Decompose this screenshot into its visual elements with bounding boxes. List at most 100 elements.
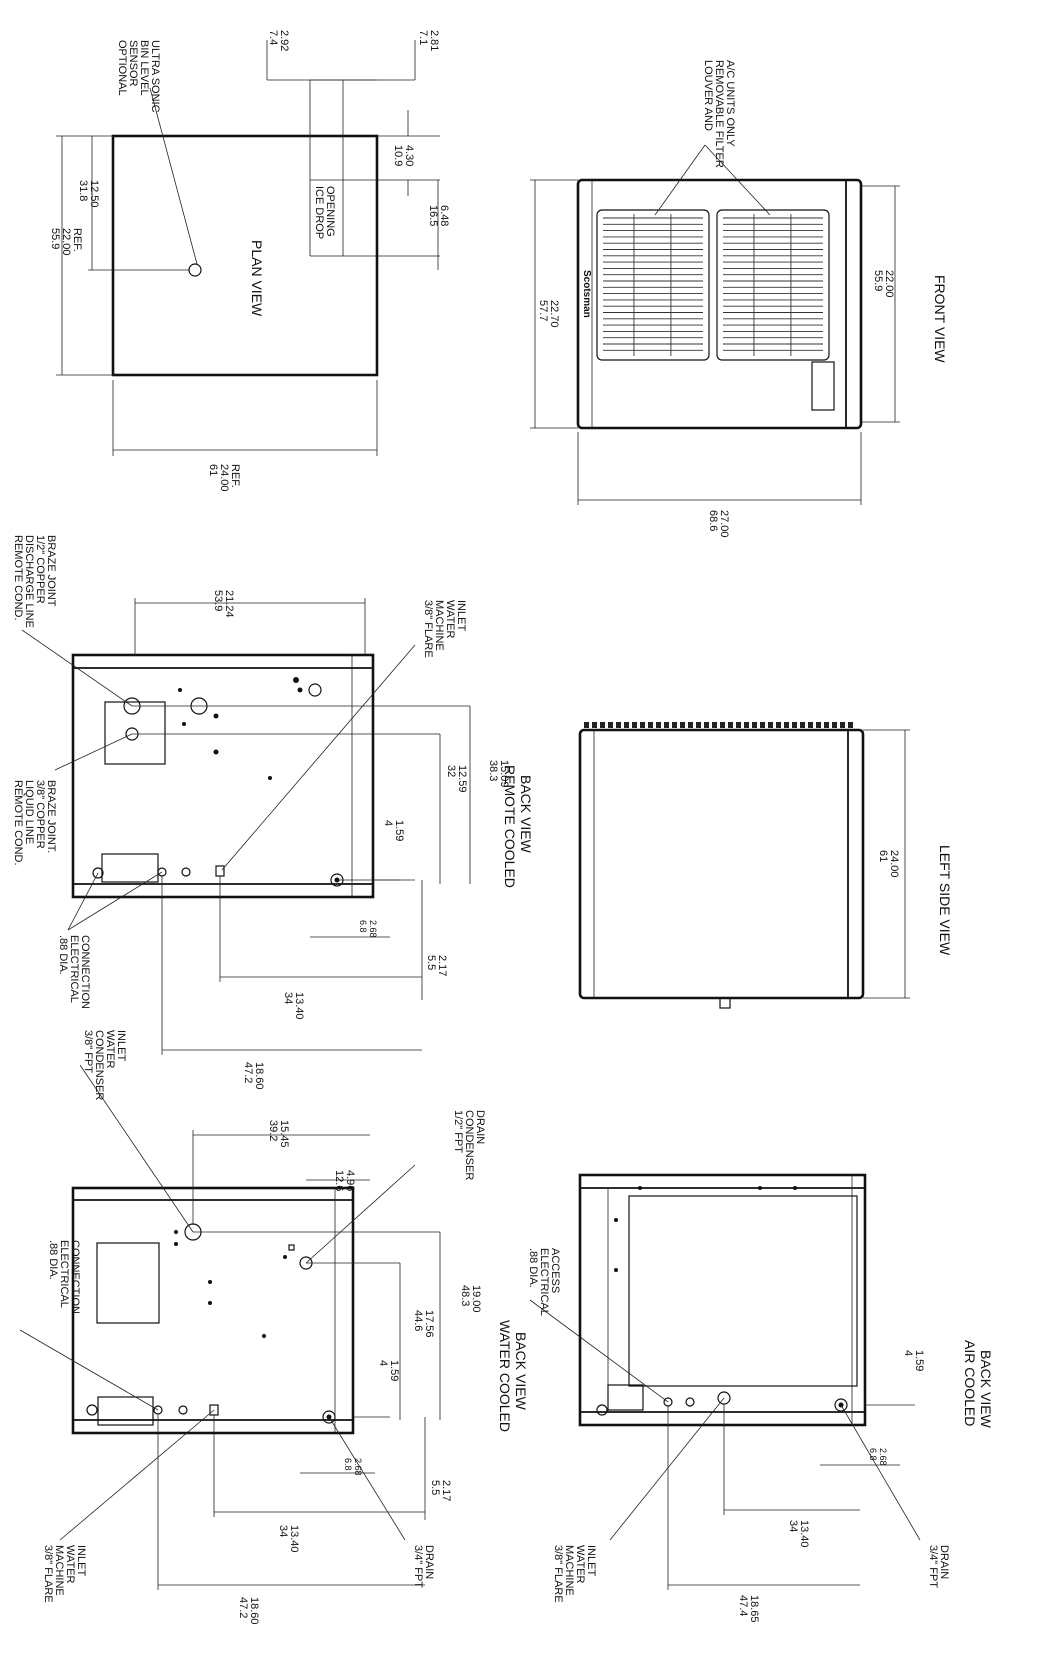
svg-text:1.59: 1.59 xyxy=(388,1360,400,1381)
svg-text:WATER: WATER xyxy=(64,1545,76,1584)
ac-flare-note: 3/8" FLARE MACHINE WATER INLET xyxy=(552,1545,597,1603)
dim-rc-32: 32 12.59 xyxy=(445,765,468,793)
svg-text:AIR COOLED: AIR COOLED xyxy=(962,1340,978,1426)
svg-text:22.00: 22.00 xyxy=(60,228,72,256)
dim-wc-12-6: 12.6 4.96 xyxy=(333,1170,356,1191)
left-side-title: LEFT SIDE VIEW xyxy=(937,845,953,956)
svg-text:A/C UNITS ONLY: A/C UNITS ONLY xyxy=(724,60,736,147)
dim-plan-7-1: 7.1 2.81 xyxy=(417,30,440,51)
svg-text:15.09: 15.09 xyxy=(498,760,510,788)
svg-text:DRAIN: DRAIN xyxy=(938,1545,950,1579)
svg-text:2.17: 2.17 xyxy=(440,1480,452,1501)
svg-text:3/8" FLARE: 3/8" FLARE xyxy=(552,1545,564,1603)
svg-text:1/2" FPT: 1/2" FPT xyxy=(452,1110,464,1153)
svg-text:ELECTRICAL: ELECTRICAL xyxy=(58,1240,70,1308)
svg-text:FRONT VIEW: FRONT VIEW xyxy=(932,275,948,363)
rc-outline xyxy=(71,653,375,899)
svg-text:4.30: 4.30 xyxy=(403,145,415,166)
plan-view: ULTRA SONIC BIN LEVEL SENSOR OPTIONAL 55… xyxy=(49,30,450,492)
svg-text:6.8: 6.8 xyxy=(868,1448,878,1461)
svg-text:2.68: 2.68 xyxy=(368,920,378,938)
svg-text:WATER: WATER xyxy=(104,1030,116,1069)
svg-text:DRAIN: DRAIN xyxy=(423,1545,435,1579)
svg-text:SENSOR: SENSOR xyxy=(127,40,139,87)
remote-cooled-back-view: REMOTE COND. DISCHARGE LINE 1/2" COPPER … xyxy=(12,535,534,1090)
svg-text:ELECTRICAL: ELECTRICAL xyxy=(68,935,80,1003)
dim-wc-6-8: 6.8 2.68 xyxy=(343,1458,363,1476)
svg-text:15.45: 15.45 xyxy=(278,1120,290,1148)
rc-liquid-note: REMOTE COND. LIQUID LINE 3/8" COPPER BRA… xyxy=(12,780,57,866)
dim-plan-10-9: 10.9 4.30 xyxy=(392,145,415,166)
svg-text:34: 34 xyxy=(282,992,294,1004)
svg-text:INLET: INLET xyxy=(75,1545,87,1576)
front-view-title: FRONT VIEW xyxy=(932,275,948,363)
dim-front-57-7: 57.7 22.70 xyxy=(537,300,560,328)
air-cooled-back-view: .88 DIA. ELECTRICAL ACCESS 3/8" FLARE MA… xyxy=(527,1173,994,1623)
svg-text:34: 34 xyxy=(277,1525,289,1537)
ice-drop-note: ICE DROP OPENING xyxy=(313,186,336,239)
svg-text:1/2" COPPER: 1/2" COPPER xyxy=(34,535,46,604)
svg-text:3/8" FPT: 3/8" FPT xyxy=(82,1030,94,1073)
dim-rc-34: 34 13.40 xyxy=(282,992,305,1020)
svg-text:INLET: INLET xyxy=(115,1030,127,1061)
ac-elec-note: .88 DIA. ELECTRICAL ACCESS xyxy=(527,1248,561,1316)
svg-text:.88 DIA.: .88 DIA. xyxy=(527,1248,539,1288)
rc-refrigerant-plate xyxy=(104,701,166,765)
rc-elec-note: .88 DIA. ELECTRICAL CONNECTION xyxy=(57,935,91,1009)
dim-wc-39-2: 39.2 15.45 xyxy=(267,1120,290,1148)
svg-text:OPTIONAL: OPTIONAL xyxy=(116,40,128,96)
svg-text:12.6: 12.6 xyxy=(333,1170,345,1191)
dim-plan-16-5: 16.5 6.48 xyxy=(427,205,450,226)
svg-text:24.00: 24.00 xyxy=(888,850,900,878)
svg-text:2.68: 2.68 xyxy=(353,1458,363,1476)
svg-text:6.8: 6.8 xyxy=(343,1458,353,1471)
svg-text:ULTRA SONIC: ULTRA SONIC xyxy=(149,40,161,113)
svg-text:REF.: REF. xyxy=(71,228,83,252)
rc-discharge-note: REMOTE COND. DISCHARGE LINE 1/2" COPPER … xyxy=(12,535,57,628)
dim-wc-5-5: 5.5 2.17 xyxy=(429,1480,452,1501)
dim-plan-55-9: 55.9 22.00 REF. xyxy=(49,228,83,256)
ac-drain xyxy=(834,1398,848,1412)
svg-text:BACK VIEW: BACK VIEW xyxy=(513,1332,529,1411)
svg-text:REMOVABLE FILTER: REMOVABLE FILTER xyxy=(713,60,725,168)
svg-text:REMOTE COOLED: REMOTE COOLED xyxy=(502,765,518,888)
dim-front-55-9: 55.9 22.00 xyxy=(872,270,895,298)
wc-cond-inlet-note: 3/8" FPT CONDENSER WATER INLET xyxy=(82,1030,127,1100)
svg-text:BRAZE JOINT.: BRAZE JOINT. xyxy=(45,780,57,853)
front-view: Scotsman LOUVER AND REMOVABLE FILTER A/C… xyxy=(530,60,948,538)
rc-flare-note: 3/8" FLARE MACHINE WATER INLET xyxy=(422,600,467,658)
side-fitting xyxy=(719,997,731,1009)
svg-text:16.5: 16.5 xyxy=(427,205,439,226)
svg-text:13.40: 13.40 xyxy=(798,1520,810,1548)
wc-drain-note: 3/4" FPT DRAIN xyxy=(412,1545,435,1588)
dim-ac-47-4: 47.4 18.65 xyxy=(737,1595,760,1623)
svg-text:DISCHARGE LINE: DISCHARGE LINE xyxy=(23,535,35,628)
svg-text:48.3: 48.3 xyxy=(459,1285,471,1306)
wc-panel xyxy=(96,1242,160,1324)
svg-text:10.9: 10.9 xyxy=(392,145,404,166)
svg-text:PLAN VIEW: PLAN VIEW xyxy=(249,240,265,317)
dim-wc-34: 34 13.40 xyxy=(277,1525,300,1553)
ac-drain-note: 3/4" FPT DRAIN xyxy=(927,1545,950,1588)
svg-text:Scotsman: Scotsman xyxy=(581,270,592,318)
svg-text:WATER: WATER xyxy=(574,1545,586,1584)
svg-text:68.6: 68.6 xyxy=(707,510,719,531)
svg-text:CONDENSER: CONDENSER xyxy=(93,1030,105,1100)
svg-text:1.59: 1.59 xyxy=(393,820,405,841)
ultrasonic-note: ULTRA SONIC BIN LEVEL SENSOR OPTIONAL xyxy=(116,40,161,113)
svg-text:CONDENSER: CONDENSER xyxy=(463,1110,475,1180)
dim-rc-6-8: 6.8 2.68 xyxy=(358,920,378,938)
svg-text:4: 4 xyxy=(377,1360,389,1366)
wc-electrical-box xyxy=(97,1396,154,1426)
svg-text:WATER: WATER xyxy=(444,600,456,639)
svg-text:INLET: INLET xyxy=(455,600,467,631)
svg-text:18.60: 18.60 xyxy=(253,1062,265,1090)
svg-text:55.9: 55.9 xyxy=(872,270,884,291)
svg-text:61: 61 xyxy=(207,464,219,476)
svg-text:39.2: 39.2 xyxy=(267,1120,279,1141)
svg-text:3/8" FLARE: 3/8" FLARE xyxy=(422,600,434,658)
svg-text:34: 34 xyxy=(787,1520,799,1532)
dim-rc-38-3: 38.3 15.09 xyxy=(487,760,510,788)
front-switch xyxy=(811,361,835,411)
